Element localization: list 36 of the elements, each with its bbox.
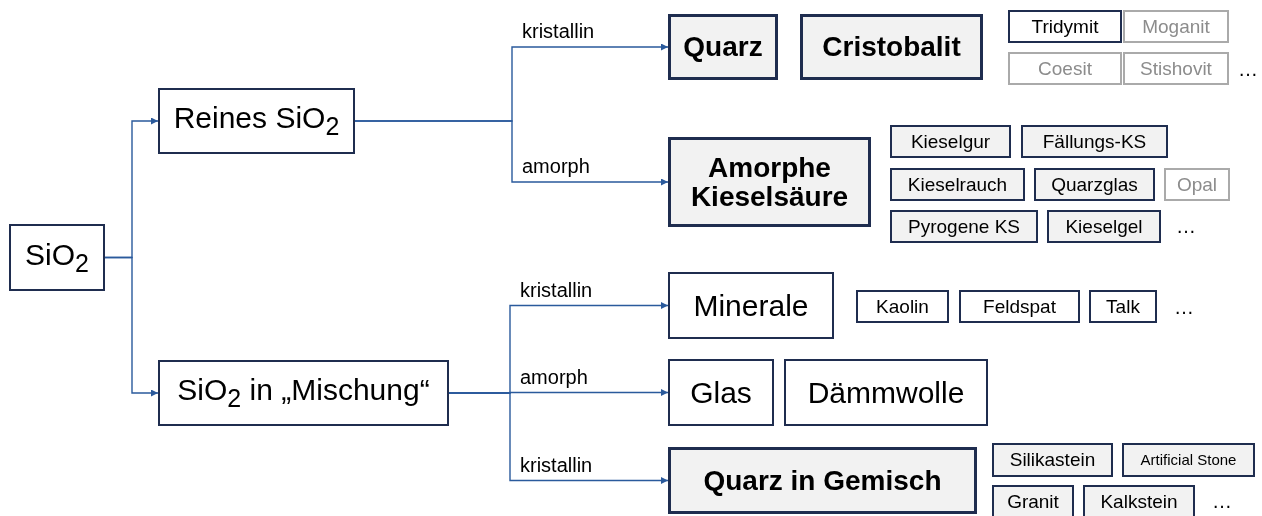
process-box: Glas — [668, 359, 774, 426]
ellipsis-text: … — [1212, 490, 1232, 513]
process-box: Reines SiO$_{2}$ — [158, 88, 355, 154]
example-box: Kalkstein — [1083, 485, 1195, 516]
example-box: Kieselrauch — [890, 168, 1025, 201]
example-box: Coesit — [1008, 52, 1122, 85]
category-box: Quarz in Gemisch — [668, 447, 977, 514]
example-box: Kaolin — [856, 290, 949, 323]
process-box: SiO$_{2}$ in „Mischung“ — [158, 360, 449, 426]
example-box: Artificial Stone — [1122, 443, 1255, 477]
example-box: Silikastein — [992, 443, 1113, 477]
process-box: SiO$_{2}$ — [9, 224, 105, 291]
ellipsis-text: … — [1174, 296, 1194, 319]
ellipsis-text: … — [1176, 215, 1196, 238]
connector-arrow — [104, 256, 159, 397]
connector-arrow — [448, 392, 669, 484]
process-box: Dämmwolle — [784, 359, 988, 426]
ellipsis-text: … — [1238, 58, 1258, 81]
example-box: Pyrogene KS — [890, 210, 1038, 243]
category-box: Amorphe Kieselsäure — [668, 137, 871, 227]
example-box: Feldspat — [959, 290, 1080, 323]
connector-arrow — [354, 120, 669, 186]
example-box: Quarzglas — [1034, 168, 1155, 201]
example-box: Stishovit — [1123, 52, 1229, 85]
example-box: Granit — [992, 485, 1074, 516]
edge-label: amorph — [520, 155, 592, 178]
example-box: Tridymit — [1008, 10, 1122, 43]
example-box: Kieselgur — [890, 125, 1011, 158]
example-box: Fällungs-KS — [1021, 125, 1168, 158]
category-box: Cristobalit — [800, 14, 983, 80]
example-box: Talk — [1089, 290, 1157, 323]
example-box: Kieselgel — [1047, 210, 1161, 243]
example-box: Opal — [1164, 168, 1230, 201]
example-box: Moganit — [1123, 10, 1229, 43]
category-box: Quarz — [668, 14, 778, 80]
process-box: Minerale — [668, 272, 834, 339]
